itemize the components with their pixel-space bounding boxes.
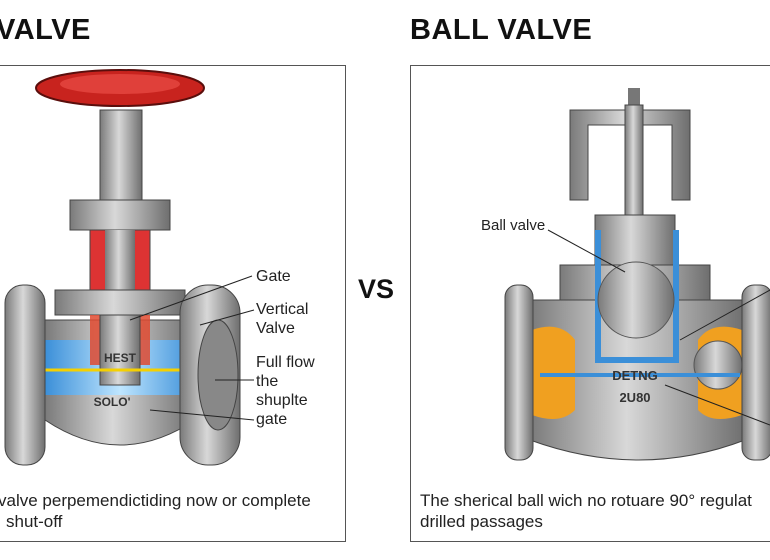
label-gate: Gate bbox=[256, 268, 291, 285]
caption-line: drilled passages bbox=[420, 512, 543, 531]
caption-line: The sherical ball wich no rotuare 90° re… bbox=[420, 491, 752, 510]
ball-body-mark: 2U80 bbox=[619, 390, 650, 405]
label-ball-valve: Ball valve bbox=[481, 217, 546, 234]
gate-valve-title: VALVE bbox=[0, 14, 91, 46]
ball-body-mark: DETNG bbox=[612, 368, 658, 383]
caption-line: shut-off bbox=[6, 512, 63, 531]
gate-body-mark: SOLO' bbox=[94, 395, 131, 409]
label-full-flow: Full flow the shuplte gate bbox=[256, 354, 315, 428]
gate-valve-drawing: HEST SOLO' bbox=[4, 69, 255, 466]
caption-line: valve perpemendictiding now or complete bbox=[0, 491, 311, 510]
label-vertical-valve: Vertical Valve bbox=[256, 301, 309, 337]
ball-valve-caption: The sherical ball wich no rotuare 90° re… bbox=[420, 490, 752, 532]
ball-valve-title: BALL VALVE bbox=[410, 14, 593, 46]
gate-valve-caption: valve perpemendictiding now or complete … bbox=[0, 490, 311, 532]
ball-valve-drawing: DETNG 2U80 bbox=[504, 88, 770, 461]
gate-body-mark: HEST bbox=[104, 351, 137, 365]
vs-label: VS bbox=[358, 274, 395, 304]
